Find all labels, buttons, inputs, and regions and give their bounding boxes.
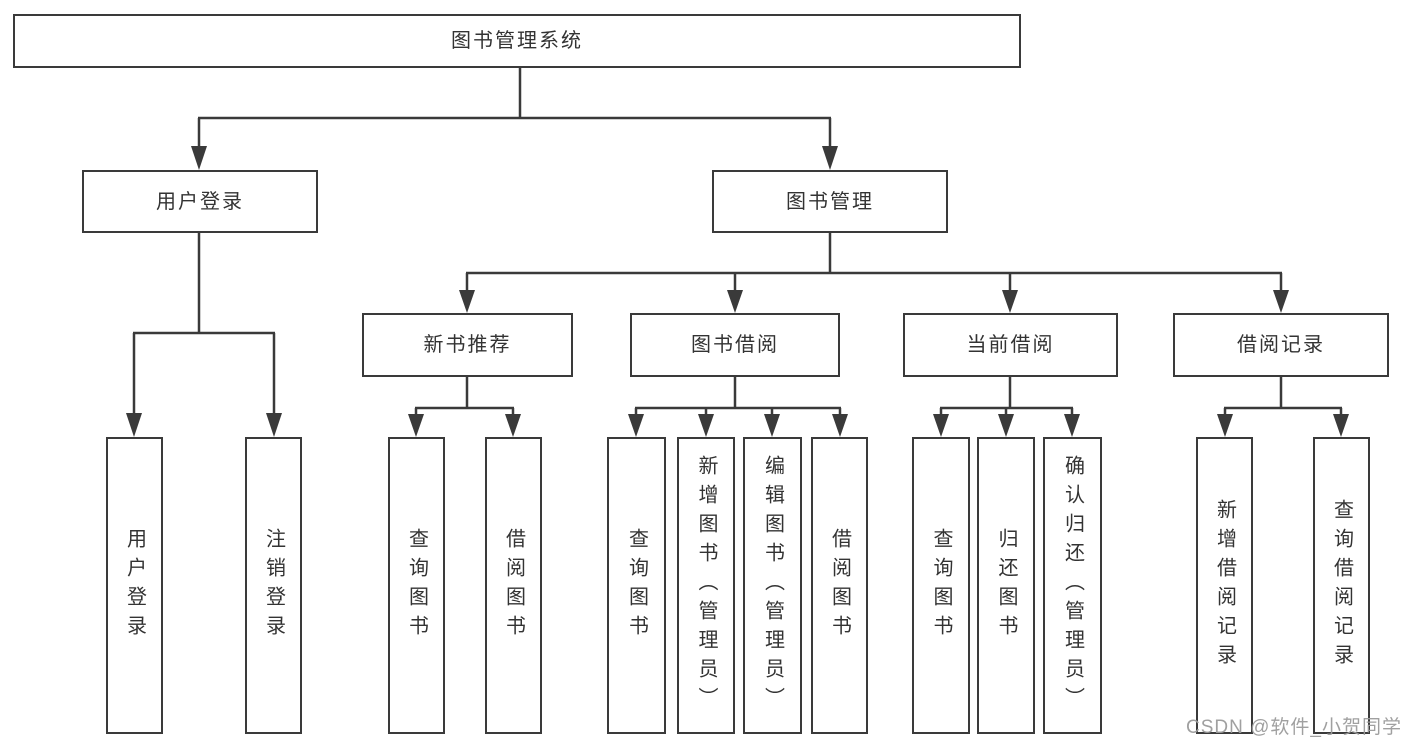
connector-borrow-records-to-leaves [1217, 377, 1349, 437]
leaf-current-query-books-label: 查询图书 [930, 527, 952, 644]
leaf-recommend-borrow-books-label: 借阅图书 [502, 527, 525, 644]
connector-user-login-to-leaves [126, 233, 282, 437]
node-current-borrow-label: 当前借阅 [966, 334, 1055, 356]
connector-root-to-level1 [191, 68, 838, 170]
leaf-borrow-borrow-books: 借阅图书 [811, 437, 868, 734]
node-user-login: 用户登录 [82, 170, 318, 233]
connector-book-borrow-to-leaves [628, 377, 848, 437]
node-borrow-records: 借阅记录 [1173, 313, 1389, 377]
node-new-book-recommend-label: 新书推荐 [423, 334, 512, 356]
leaf-borrow-query-books-label: 查询图书 [625, 527, 648, 644]
leaf-borrow-add-books-admin-label: 新增图书（管理员） [695, 455, 717, 716]
leaf-borrow-query-books: 查询图书 [607, 437, 666, 734]
leaf-records-add-record-label: 新增借阅记录 [1213, 498, 1236, 673]
leaf-recommend-query-books: 查询图书 [388, 437, 445, 734]
leaf-current-query-books: 查询图书 [912, 437, 970, 734]
connector-new-book-recommend-to-leaves [408, 377, 521, 437]
node-root-label: 图书管理系统 [451, 30, 583, 52]
node-new-book-recommend: 新书推荐 [362, 313, 573, 377]
leaf-borrow-borrow-books-label: 借阅图书 [828, 527, 851, 644]
node-book-borrow-label: 图书借阅 [691, 334, 779, 356]
leaf-user-login: 用户登录 [106, 437, 163, 734]
node-user-login-label: 用户登录 [156, 190, 244, 213]
node-book-management-label: 图书管理 [786, 190, 874, 213]
leaf-logout: 注销登录 [245, 437, 302, 734]
leaf-current-return-books: 归还图书 [977, 437, 1035, 734]
node-book-management: 图书管理 [712, 170, 948, 233]
leaf-borrow-edit-books-admin-label: 编辑图书（管理员） [761, 455, 784, 716]
leaf-user-login-label: 用户登录 [123, 527, 146, 644]
leaf-borrow-edit-books-admin: 编辑图书（管理员） [743, 437, 802, 734]
node-root: 图书管理系统 [13, 14, 1021, 68]
leaf-records-add-record: 新增借阅记录 [1196, 437, 1253, 734]
node-book-borrow: 图书借阅 [630, 313, 840, 377]
leaf-current-return-books-label: 归还图书 [995, 527, 1017, 644]
connector-current-borrow-to-leaves [933, 377, 1080, 437]
leaf-recommend-borrow-books: 借阅图书 [485, 437, 542, 734]
leaf-borrow-add-books-admin: 新增图书（管理员） [677, 437, 735, 734]
leaf-records-query-record: 查询借阅记录 [1313, 437, 1370, 734]
leaf-current-confirm-return-admin: 确认归还（管理员） [1043, 437, 1102, 734]
leaf-current-confirm-return-admin-label: 确认归还（管理员） [1061, 455, 1084, 716]
node-current-borrow: 当前借阅 [903, 313, 1118, 377]
connector-book-management-to-level2 [459, 233, 1289, 313]
leaf-records-query-record-label: 查询借阅记录 [1330, 498, 1353, 673]
node-borrow-records-label: 借阅记录 [1237, 334, 1325, 356]
leaf-logout-label: 注销登录 [262, 527, 285, 644]
csdn-watermark: CSDN @软件_小贺同学 [1186, 717, 1402, 738]
leaf-recommend-query-books-label: 查询图书 [405, 527, 428, 644]
